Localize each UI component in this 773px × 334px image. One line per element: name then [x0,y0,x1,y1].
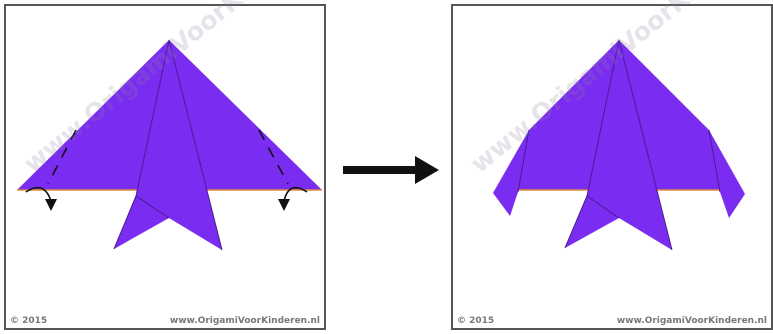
origami-diagram-before [6,6,324,328]
copyright-label: © 2015 [10,316,47,326]
copyright-label: © 2015 [457,316,494,326]
site-url: www.OrigamiVoorKinderen.nl [170,316,320,326]
site-url: www.OrigamiVoorKinderen.nl [617,316,767,326]
curved-fold-arrow-icon [278,188,307,211]
step-panel-before: www.OrigamiVoorKinderen.nl © 2015 www.Or… [4,4,326,330]
curved-fold-arrow-icon [26,188,57,211]
step-panel-after: www.OrigamiVoorKinderen.nl © 2015 www.Or… [451,4,773,330]
origami-diagram-after [453,6,771,328]
right-arrow-icon [343,154,441,186]
